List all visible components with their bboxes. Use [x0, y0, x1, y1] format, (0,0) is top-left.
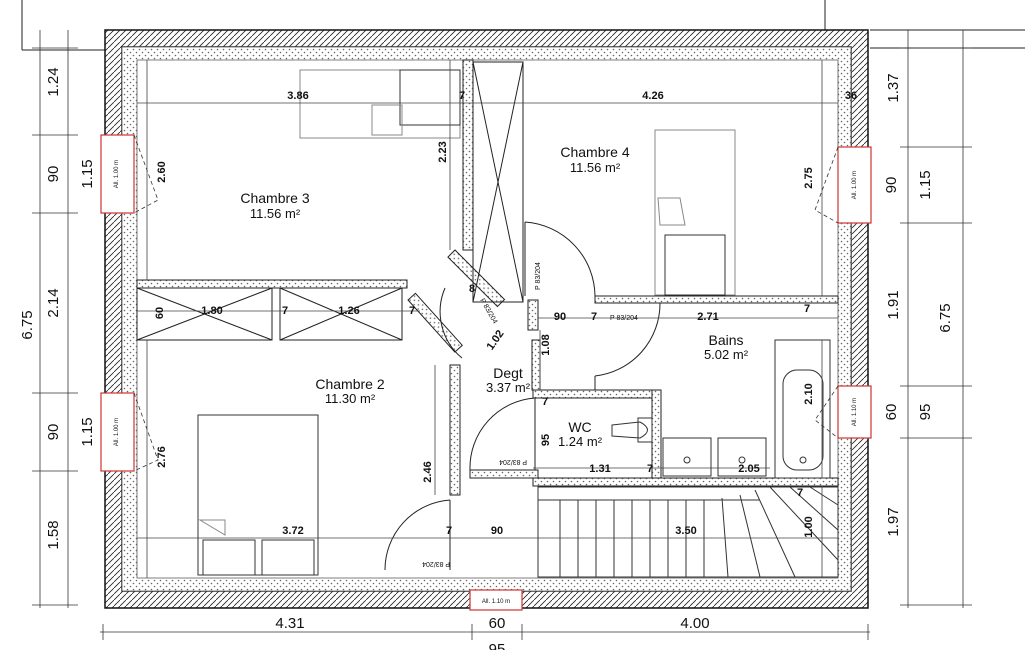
dim-label: 95 [489, 641, 506, 650]
dim-label: 2.75 [803, 167, 815, 188]
dim-label: 2.60 [156, 161, 168, 182]
dim-label: 1.31 [589, 463, 610, 475]
dim-label: 1.80 [201, 305, 222, 317]
dim-label: 3.50 [675, 525, 696, 537]
dim-label: 1.97 [885, 507, 902, 536]
dim-label: 1.91 [885, 290, 902, 319]
dim-label: 2.46 [422, 461, 434, 482]
room-area-chambre-3: 11.56 m² [250, 206, 301, 221]
interior-walls [136, 59, 839, 496]
dim-label: 1.02 [484, 328, 506, 352]
dim-label: 90 [45, 166, 62, 183]
exterior-dimension-lines [32, 30, 972, 640]
room-name-bains: Bains [708, 332, 743, 348]
window-label: All. 1.10 m [482, 599, 510, 605]
dim-label: 3.86 [287, 90, 308, 102]
dim-label: 1.15 [79, 159, 96, 188]
dim-label: 4.26 [642, 90, 663, 102]
room-name-degt: Degt [493, 365, 523, 381]
dim-label: 2.23 [437, 141, 449, 162]
window-labels: All. 1.00 m All. 1.00 m All. 1.00 m All.… [114, 160, 858, 605]
window-label: All. 1.10 m [852, 398, 858, 426]
left-dimension-labels: 1.24 90 1.15 6.75 2.14 90 1.15 1.58 [19, 67, 96, 549]
room-area-bains: 5.02 m² [704, 347, 749, 362]
room-area-chambre-2: 11.30 m² [325, 391, 376, 406]
window-label: All. 1.00 m [114, 160, 120, 188]
room-labels: Chambre 3 11.56 m² Chambre 4 11.56 m² Ch… [240, 144, 748, 449]
dim-label: 7 [446, 525, 452, 537]
dim-label: 4.31 [275, 615, 304, 632]
window-label: All. 1.00 m [852, 171, 858, 199]
door-swings [384, 221, 661, 571]
bottom-dimension-labels: 4.31 60 4.00 95 [275, 615, 709, 650]
furniture [197, 69, 831, 576]
door-label: P 83/204 [499, 458, 527, 465]
dim-label: 2.71 [697, 311, 718, 323]
dim-label: 1.15 [917, 170, 934, 199]
right-dimension-labels: 1.37 90 1.15 6.75 1.91 60 95 1.97 [883, 73, 954, 536]
dim-label: 60 [154, 307, 166, 319]
closets [136, 61, 524, 341]
dim-label: 60 [489, 615, 506, 632]
exterior-walls [104, 29, 869, 609]
dim-label: 90 [554, 311, 566, 323]
dim-label: 7 [459, 90, 465, 102]
dim-label: 7 [647, 463, 653, 475]
dim-label: 90 [883, 177, 900, 194]
room-area-wc: 1.24 m² [558, 434, 603, 449]
dim-label: 1.00 [803, 516, 815, 537]
dim-label: 90 [491, 525, 503, 537]
dim-label: 7 [409, 305, 415, 317]
room-name-wc: WC [568, 419, 591, 435]
dim-label: 4.00 [680, 615, 709, 632]
dim-label: 7 [282, 305, 288, 317]
dim-label: 8 [469, 283, 475, 295]
dim-label: 90 [45, 424, 62, 441]
dim-label: 2.05 [738, 463, 759, 475]
dim-label: 2.10 [803, 383, 815, 404]
dim-label: 3.72 [282, 525, 303, 537]
dim-label: 1.37 [885, 73, 902, 102]
window-swings [133, 134, 839, 472]
dim-label: 6.75 [937, 303, 954, 332]
dim-label: 1.15 [79, 417, 96, 446]
door-label: P 83/204 [535, 262, 542, 290]
dimension-lines [137, 60, 838, 578]
windows [100, 134, 872, 611]
room-area-degt: 3.37 m² [486, 380, 531, 395]
dim-label: 1.58 [45, 520, 62, 549]
dim-label: 7 [542, 396, 548, 408]
window-label: All. 1.00 m [114, 418, 120, 446]
dim-label: 7 [591, 311, 597, 323]
dim-label: 95 [540, 434, 552, 446]
dim-label: 36 [845, 90, 857, 102]
room-name-chambre-3: Chambre 3 [240, 190, 309, 206]
dim-label: 1.24 [45, 67, 62, 96]
dim-label: 7 [797, 487, 803, 499]
dim-label: 60 [883, 404, 900, 421]
dim-label: 1.08 [540, 334, 552, 355]
dim-label: 2.76 [156, 446, 168, 467]
room-area-chambre-4: 11.56 m² [570, 160, 621, 175]
room-name-chambre-2: Chambre 2 [315, 376, 384, 392]
door-label: P 83/204 [422, 560, 450, 567]
dim-label: 95 [917, 404, 934, 421]
door-label: P 83/204 [610, 315, 638, 322]
dim-label: 1.26 [338, 305, 359, 317]
staircase [537, 486, 839, 578]
dim-label: 7 [804, 303, 810, 315]
dim-label: 2.14 [45, 288, 62, 317]
dim-label: 6.75 [19, 310, 36, 339]
room-name-chambre-4: Chambre 4 [560, 144, 629, 160]
